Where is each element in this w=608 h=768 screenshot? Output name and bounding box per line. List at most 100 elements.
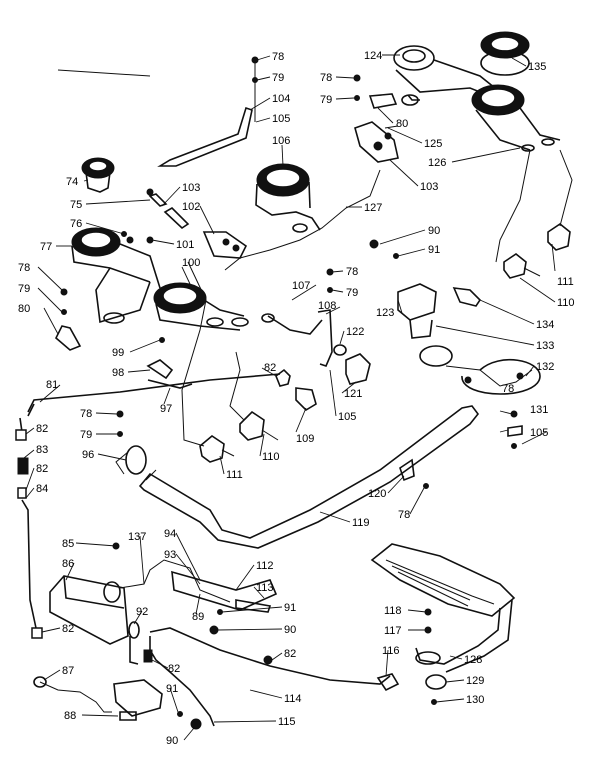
callout-111a: 111 <box>557 276 574 288</box>
callout-131: 131 <box>530 404 548 416</box>
callout-80b: 80 <box>18 303 30 315</box>
callout-98: 98 <box>112 367 124 379</box>
callout-124: 124 <box>364 50 382 62</box>
callout-79d: 79 <box>18 283 30 295</box>
part-drawings <box>15 31 573 741</box>
callout-105a: 105 <box>272 113 290 125</box>
left-valves <box>199 410 279 463</box>
callout-125: 125 <box>424 138 442 150</box>
left-front-burner-74 <box>81 157 115 193</box>
callout-82f: 82 <box>284 648 296 660</box>
manifold-end <box>27 403 35 417</box>
left-gas-line <box>15 417 43 639</box>
callout-101: 101 <box>176 239 194 251</box>
igniter-wire-127 <box>224 169 381 271</box>
callout-133: 133 <box>536 340 554 352</box>
callout-105b: 105 <box>338 411 356 423</box>
callout-82c: 82 <box>36 463 48 475</box>
callout-78e: 78 <box>502 383 514 395</box>
callout-79b: 79 <box>320 94 332 106</box>
callout-121: 121 <box>344 388 362 400</box>
callout-93: 93 <box>164 549 176 561</box>
callout-106: 106 <box>272 135 290 147</box>
callout-87: 87 <box>62 665 74 677</box>
valve-92 <box>128 621 153 665</box>
callout-78b: 78 <box>320 72 332 84</box>
bracket-104 <box>157 56 259 167</box>
callout-81: 81 <box>46 379 58 391</box>
callout-123: 123 <box>376 307 394 319</box>
callout-117: 117 <box>384 625 402 637</box>
callout-102: 102 <box>182 201 200 213</box>
reference-line <box>57 69 151 77</box>
callout-84: 84 <box>36 483 48 495</box>
callout-116: 116 <box>382 645 400 657</box>
callout-94: 94 <box>164 528 176 540</box>
callout-100: 100 <box>182 257 200 269</box>
callout-83: 83 <box>36 444 48 456</box>
callout-120: 120 <box>368 488 386 500</box>
callout-79a: 79 <box>272 72 284 84</box>
callout-82b: 82 <box>36 423 48 435</box>
callout-110a: 110 <box>557 297 575 309</box>
callout-137: 137 <box>128 531 146 543</box>
center-burner-106 <box>255 163 321 233</box>
bracket-80-left <box>55 325 82 351</box>
gas-line-114 <box>149 627 391 685</box>
callout-126: 126 <box>428 157 446 169</box>
callout-78f: 78 <box>80 408 92 420</box>
callout-99: 99 <box>112 347 124 359</box>
callout-74: 74 <box>66 176 78 188</box>
callout-76: 76 <box>70 218 82 230</box>
callout-122: 122 <box>346 326 364 338</box>
igniter-assembly <box>261 309 371 385</box>
callout-88: 88 <box>64 710 76 722</box>
center-valve-109 <box>275 368 317 412</box>
callout-79e: 79 <box>80 429 92 441</box>
manifold-119 <box>115 405 480 549</box>
callout-115: 115 <box>278 716 296 728</box>
wire-to-valve-111 <box>181 261 207 447</box>
callout-127: 127 <box>364 202 382 214</box>
callout-112: 112 <box>256 560 274 572</box>
leader-lines <box>23 54 556 741</box>
bracket-98 <box>146 359 193 389</box>
callout-108: 108 <box>318 300 336 312</box>
callout-105c: 105 <box>530 427 548 439</box>
callout-128: 128 <box>464 654 482 666</box>
callout-119: 119 <box>352 517 370 529</box>
callout-90a: 90 <box>428 225 440 237</box>
callout-78d: 78 <box>18 262 30 274</box>
callout-78a: 78 <box>272 51 284 63</box>
callout-91a: 91 <box>428 244 440 256</box>
callout-82a: 82 <box>264 362 276 374</box>
callout-75: 75 <box>70 199 82 211</box>
callout-103a: 103 <box>420 181 438 193</box>
right-valves <box>452 149 573 307</box>
callout-109: 109 <box>296 433 314 445</box>
callout-96: 96 <box>82 449 94 461</box>
callout-79c: 79 <box>346 287 358 299</box>
callout-78g: 78 <box>398 509 410 521</box>
callout-82d: 82 <box>62 623 74 635</box>
callout-89: 89 <box>192 611 204 623</box>
callout-134: 134 <box>536 319 554 331</box>
fitting-116 <box>376 673 400 692</box>
callout-labels: 78 79 104 105 106 124 135 78 79 80 125 1… <box>18 50 575 747</box>
callout-135: 135 <box>528 61 546 73</box>
thermocouple-88 <box>33 676 163 721</box>
callout-78c: 78 <box>346 266 358 278</box>
ignition-module-123 <box>397 283 541 395</box>
callout-132: 132 <box>536 361 554 373</box>
callout-118: 118 <box>384 605 402 617</box>
callout-110b: 110 <box>262 451 280 463</box>
wire-to-valve-110 <box>229 351 245 421</box>
callout-80a: 80 <box>396 118 408 130</box>
thermostat-86 <box>49 559 231 645</box>
callout-114: 114 <box>284 693 302 705</box>
callout-91c: 91 <box>166 683 178 695</box>
callout-103b: 103 <box>182 182 200 194</box>
callout-129: 129 <box>466 675 484 687</box>
rear-right-burner-assembly <box>393 31 561 152</box>
